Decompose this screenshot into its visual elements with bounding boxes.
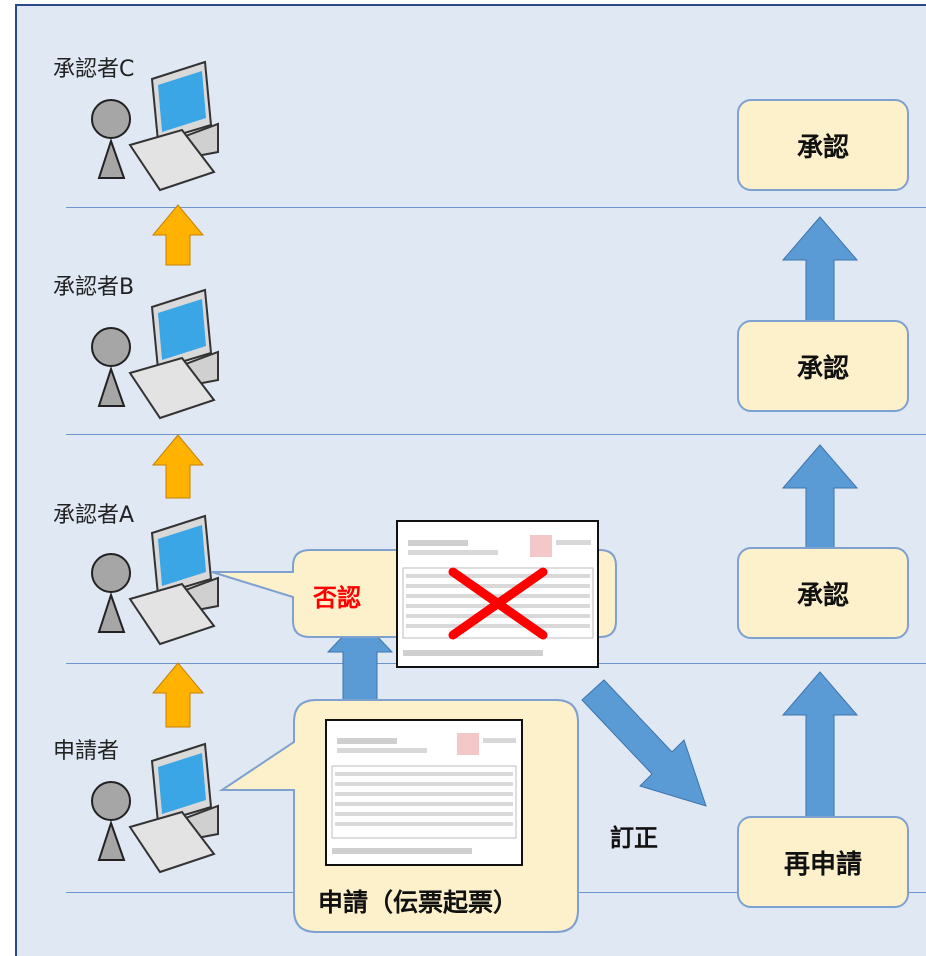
person-icon [91, 327, 131, 407]
correction-arrow [581, 679, 707, 807]
user-computer-icon-b [91, 288, 219, 420]
lane-divider [66, 434, 926, 435]
orange-up-arrow [151, 434, 205, 499]
correction-label: 訂正 [610, 824, 658, 852]
step-box-approve-low: 承認 [737, 547, 909, 639]
reject-label: 否認 [313, 584, 361, 612]
step-box-approve-top: 承認 [737, 99, 909, 191]
lane-divider [66, 207, 926, 208]
orange-up-arrow [151, 662, 205, 728]
rejected-document [396, 520, 599, 668]
computer-icon [128, 60, 219, 192]
person-icon [91, 781, 131, 861]
blue-up-arrow [781, 671, 859, 818]
computer-icon [128, 514, 219, 646]
role-label-approver-c: 承認者C [53, 57, 135, 82]
orange-up-arrow [151, 204, 205, 266]
step-box-approve-mid: 承認 [737, 320, 909, 412]
orange-up-arrows [151, 204, 205, 728]
step-box-reapply: 再申請 [737, 816, 909, 908]
role-label-applicant: 申請者 [53, 739, 120, 764]
user-computer-icon-applicant [91, 742, 219, 874]
blue-up-arrow [781, 216, 859, 323]
application-document [325, 719, 523, 866]
user-computer-icon-c [91, 60, 219, 192]
user-computer-icon-a [91, 514, 219, 646]
blue-up-arrow [781, 444, 859, 551]
computer-icon [128, 288, 219, 420]
role-label-approver-b: 承認者B [53, 275, 135, 300]
role-label-approver-a: 承認者A [53, 503, 135, 528]
computer-icon [128, 742, 219, 874]
person-icon [91, 553, 131, 633]
person-icon [91, 99, 131, 179]
reject-x-mark [448, 567, 548, 640]
application-label: 申請（伝票起票） [318, 888, 519, 917]
